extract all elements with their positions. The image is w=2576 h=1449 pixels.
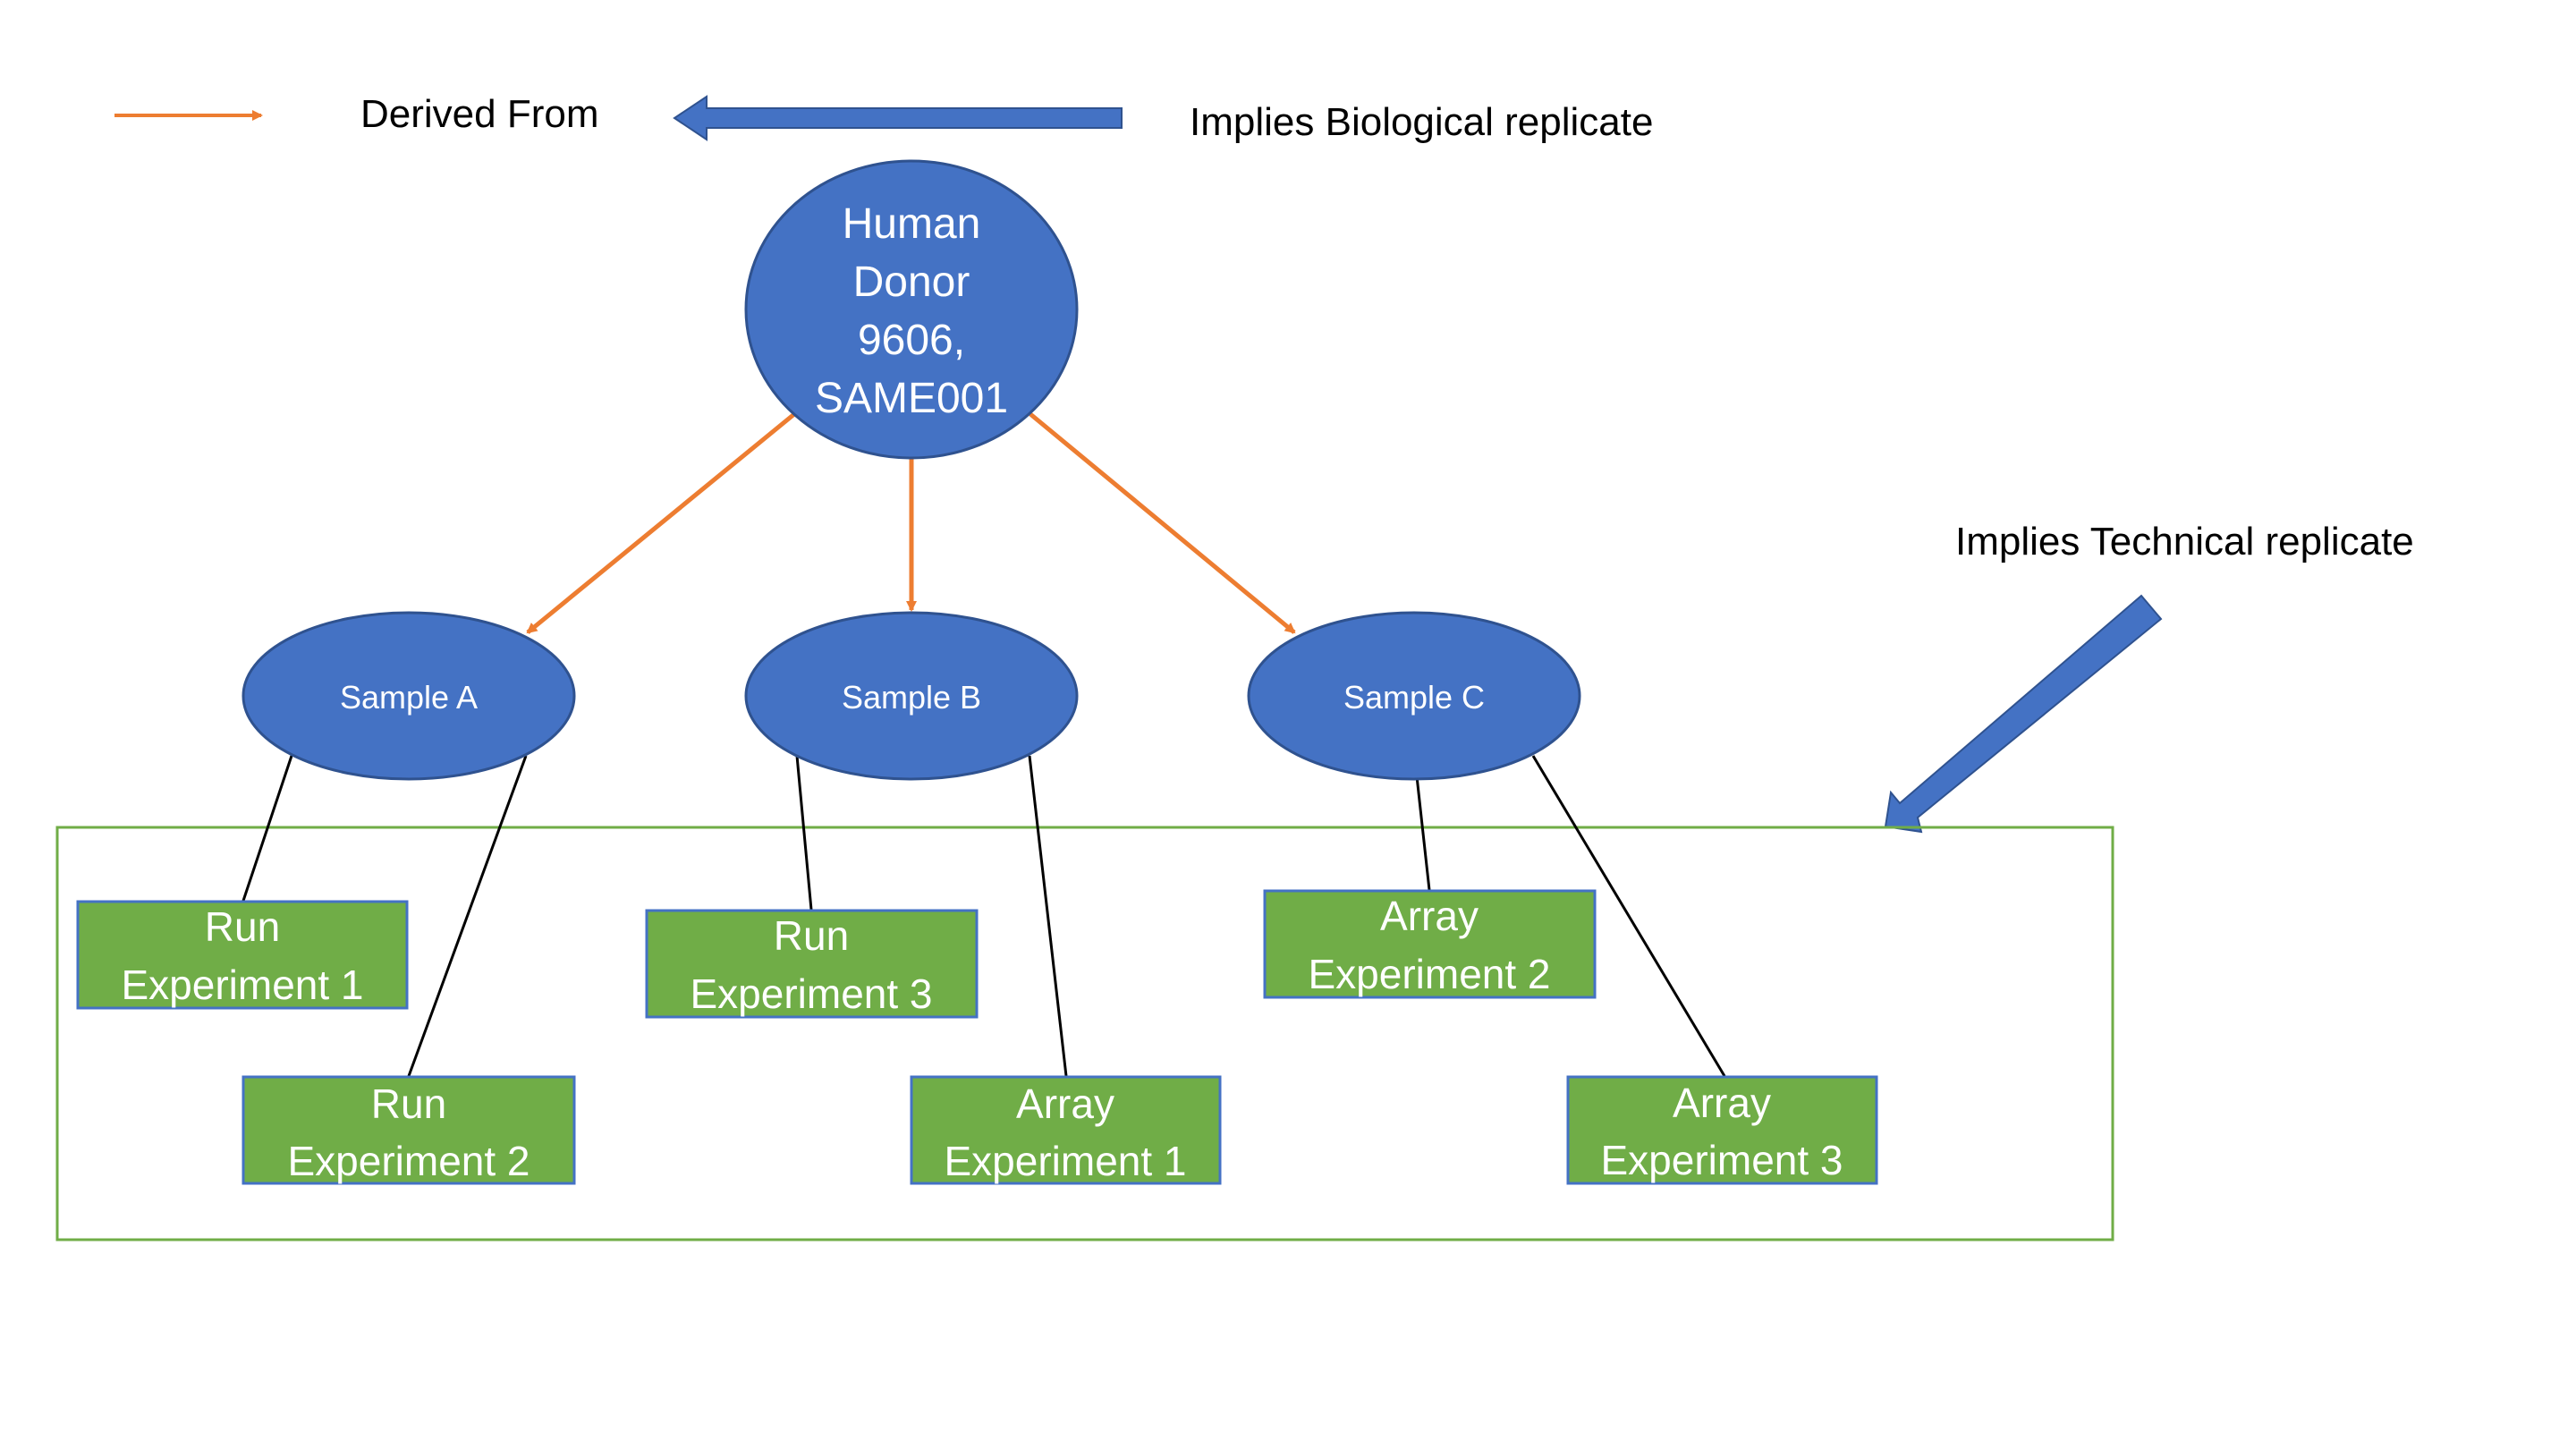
- donor-label-line4: SAME001: [815, 375, 1008, 422]
- run-experiment-1-line1: Run: [205, 903, 280, 950]
- array-experiment-3-line1: Array: [1673, 1080, 1771, 1126]
- run-experiment-2-line2: Experiment 2: [287, 1138, 530, 1184]
- run-experiment-3-line2: Experiment 3: [690, 970, 932, 1017]
- technical-replicate-arrow: [1884, 594, 2163, 834]
- donor-label-line1: Human: [843, 200, 981, 248]
- connector-b-run3: [795, 755, 813, 911]
- array-experiment-3-line2: Experiment 3: [1600, 1137, 1843, 1183]
- array-experiment-1-box: Array Experiment 1: [910, 1075, 1222, 1185]
- connector-a-run2: [407, 755, 528, 1077]
- sample-c-node: Sample C: [1247, 611, 1581, 781]
- sample-a-node: Sample A: [242, 611, 576, 781]
- connector-c-array2: [1415, 775, 1431, 891]
- run-experiment-2-line1: Run: [371, 1080, 446, 1127]
- derived-arrow-to-sample-a: [526, 412, 796, 634]
- sample-c-label: Sample C: [1343, 679, 1485, 716]
- array-experiment-2-box: Array Experiment 2: [1263, 889, 1597, 999]
- array-experiment-1-line1: Array: [1016, 1080, 1114, 1127]
- array-experiment-3-box: Array Experiment 3: [1566, 1075, 1878, 1185]
- connector-a-run1: [242, 755, 293, 902]
- sample-b-node: Sample B: [744, 611, 1079, 781]
- donor-label-line2: Donor: [853, 258, 970, 306]
- derived-arrow-to-sample-c: [1029, 412, 1296, 634]
- array-experiment-2-line1: Array: [1380, 893, 1479, 939]
- run-experiment-1-box: Run Experiment 1: [76, 900, 409, 1010]
- connector-b-array1: [1028, 755, 1068, 1077]
- run-experiment-2-box: Run Experiment 2: [242, 1075, 576, 1185]
- donor-node: Human Donor 9606, SAME001: [744, 159, 1079, 460]
- run-experiment-3-line1: Run: [774, 912, 849, 959]
- sample-a-label: Sample A: [340, 679, 478, 716]
- sample-b-label: Sample B: [842, 679, 981, 716]
- technical-replicate-container: [55, 826, 2114, 1241]
- run-experiment-3-box: Run Experiment 3: [645, 909, 979, 1019]
- run-experiment-1-line2: Experiment 1: [121, 962, 363, 1008]
- array-experiment-1-line2: Experiment 1: [944, 1138, 1186, 1184]
- donor-label-line3: 9606,: [858, 317, 965, 364]
- technical-replicate-label: Implies Technical replicate: [1955, 520, 2414, 564]
- legend-derived-label: Derived From: [360, 92, 599, 136]
- array-experiment-2-line2: Experiment 2: [1308, 951, 1550, 997]
- legend-biological-label: Implies Biological replicate: [1190, 100, 1653, 144]
- legend-biological-arrow: [673, 95, 1123, 141]
- connector-c-array3: [1531, 755, 1726, 1077]
